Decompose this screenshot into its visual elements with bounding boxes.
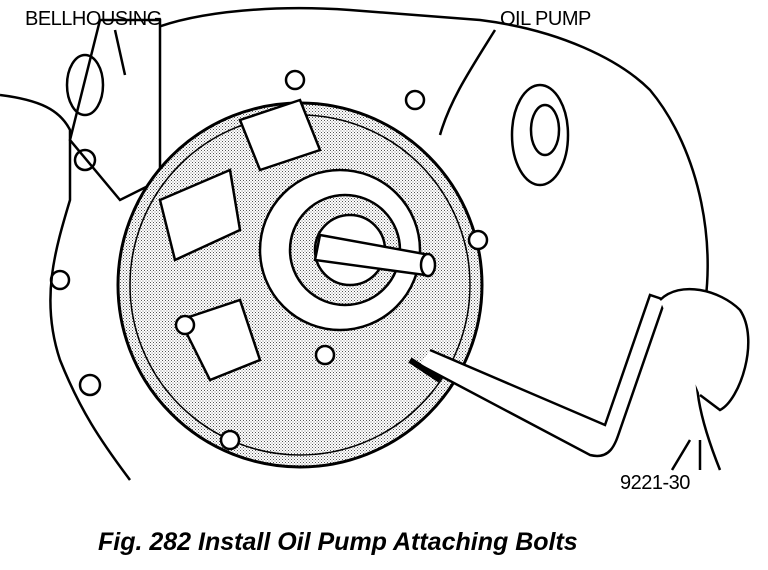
bolt-hole	[73, 148, 97, 172]
pump-cutout	[158, 168, 242, 262]
figure-leader	[670, 439, 702, 471]
pump-bolt-hole	[314, 344, 336, 366]
tool-handle	[419, 293, 667, 458]
bolt-hole	[49, 269, 71, 291]
pump-bolt-hole	[174, 314, 196, 336]
pump-cutout	[178, 298, 262, 382]
pump-bolt-hole	[284, 69, 306, 91]
pump-bolt-hole	[467, 229, 489, 251]
bolt-hole	[78, 373, 102, 397]
figure-id-label: 9221-30	[620, 472, 690, 494]
tool-tip	[408, 357, 442, 383]
seal-fitting-inner	[529, 103, 561, 157]
bellhousing-label: BELLHOUSING	[25, 8, 162, 30]
hand	[659, 287, 750, 412]
pump-cutout	[238, 98, 322, 172]
pump-bolt-hole	[404, 89, 426, 111]
oil-pump-label: OIL PUMP	[500, 8, 591, 30]
input-shaft-end	[419, 252, 437, 278]
figure-caption: Fig. 282 Install Oil Pump Attaching Bolt…	[98, 528, 578, 556]
bellhousing-flange	[68, 18, 162, 202]
pump-bolt-hole	[219, 429, 241, 451]
oil-pump-leader	[438, 29, 497, 136]
bellhousing-leader	[113, 29, 127, 76]
bolt-hole	[65, 53, 105, 117]
